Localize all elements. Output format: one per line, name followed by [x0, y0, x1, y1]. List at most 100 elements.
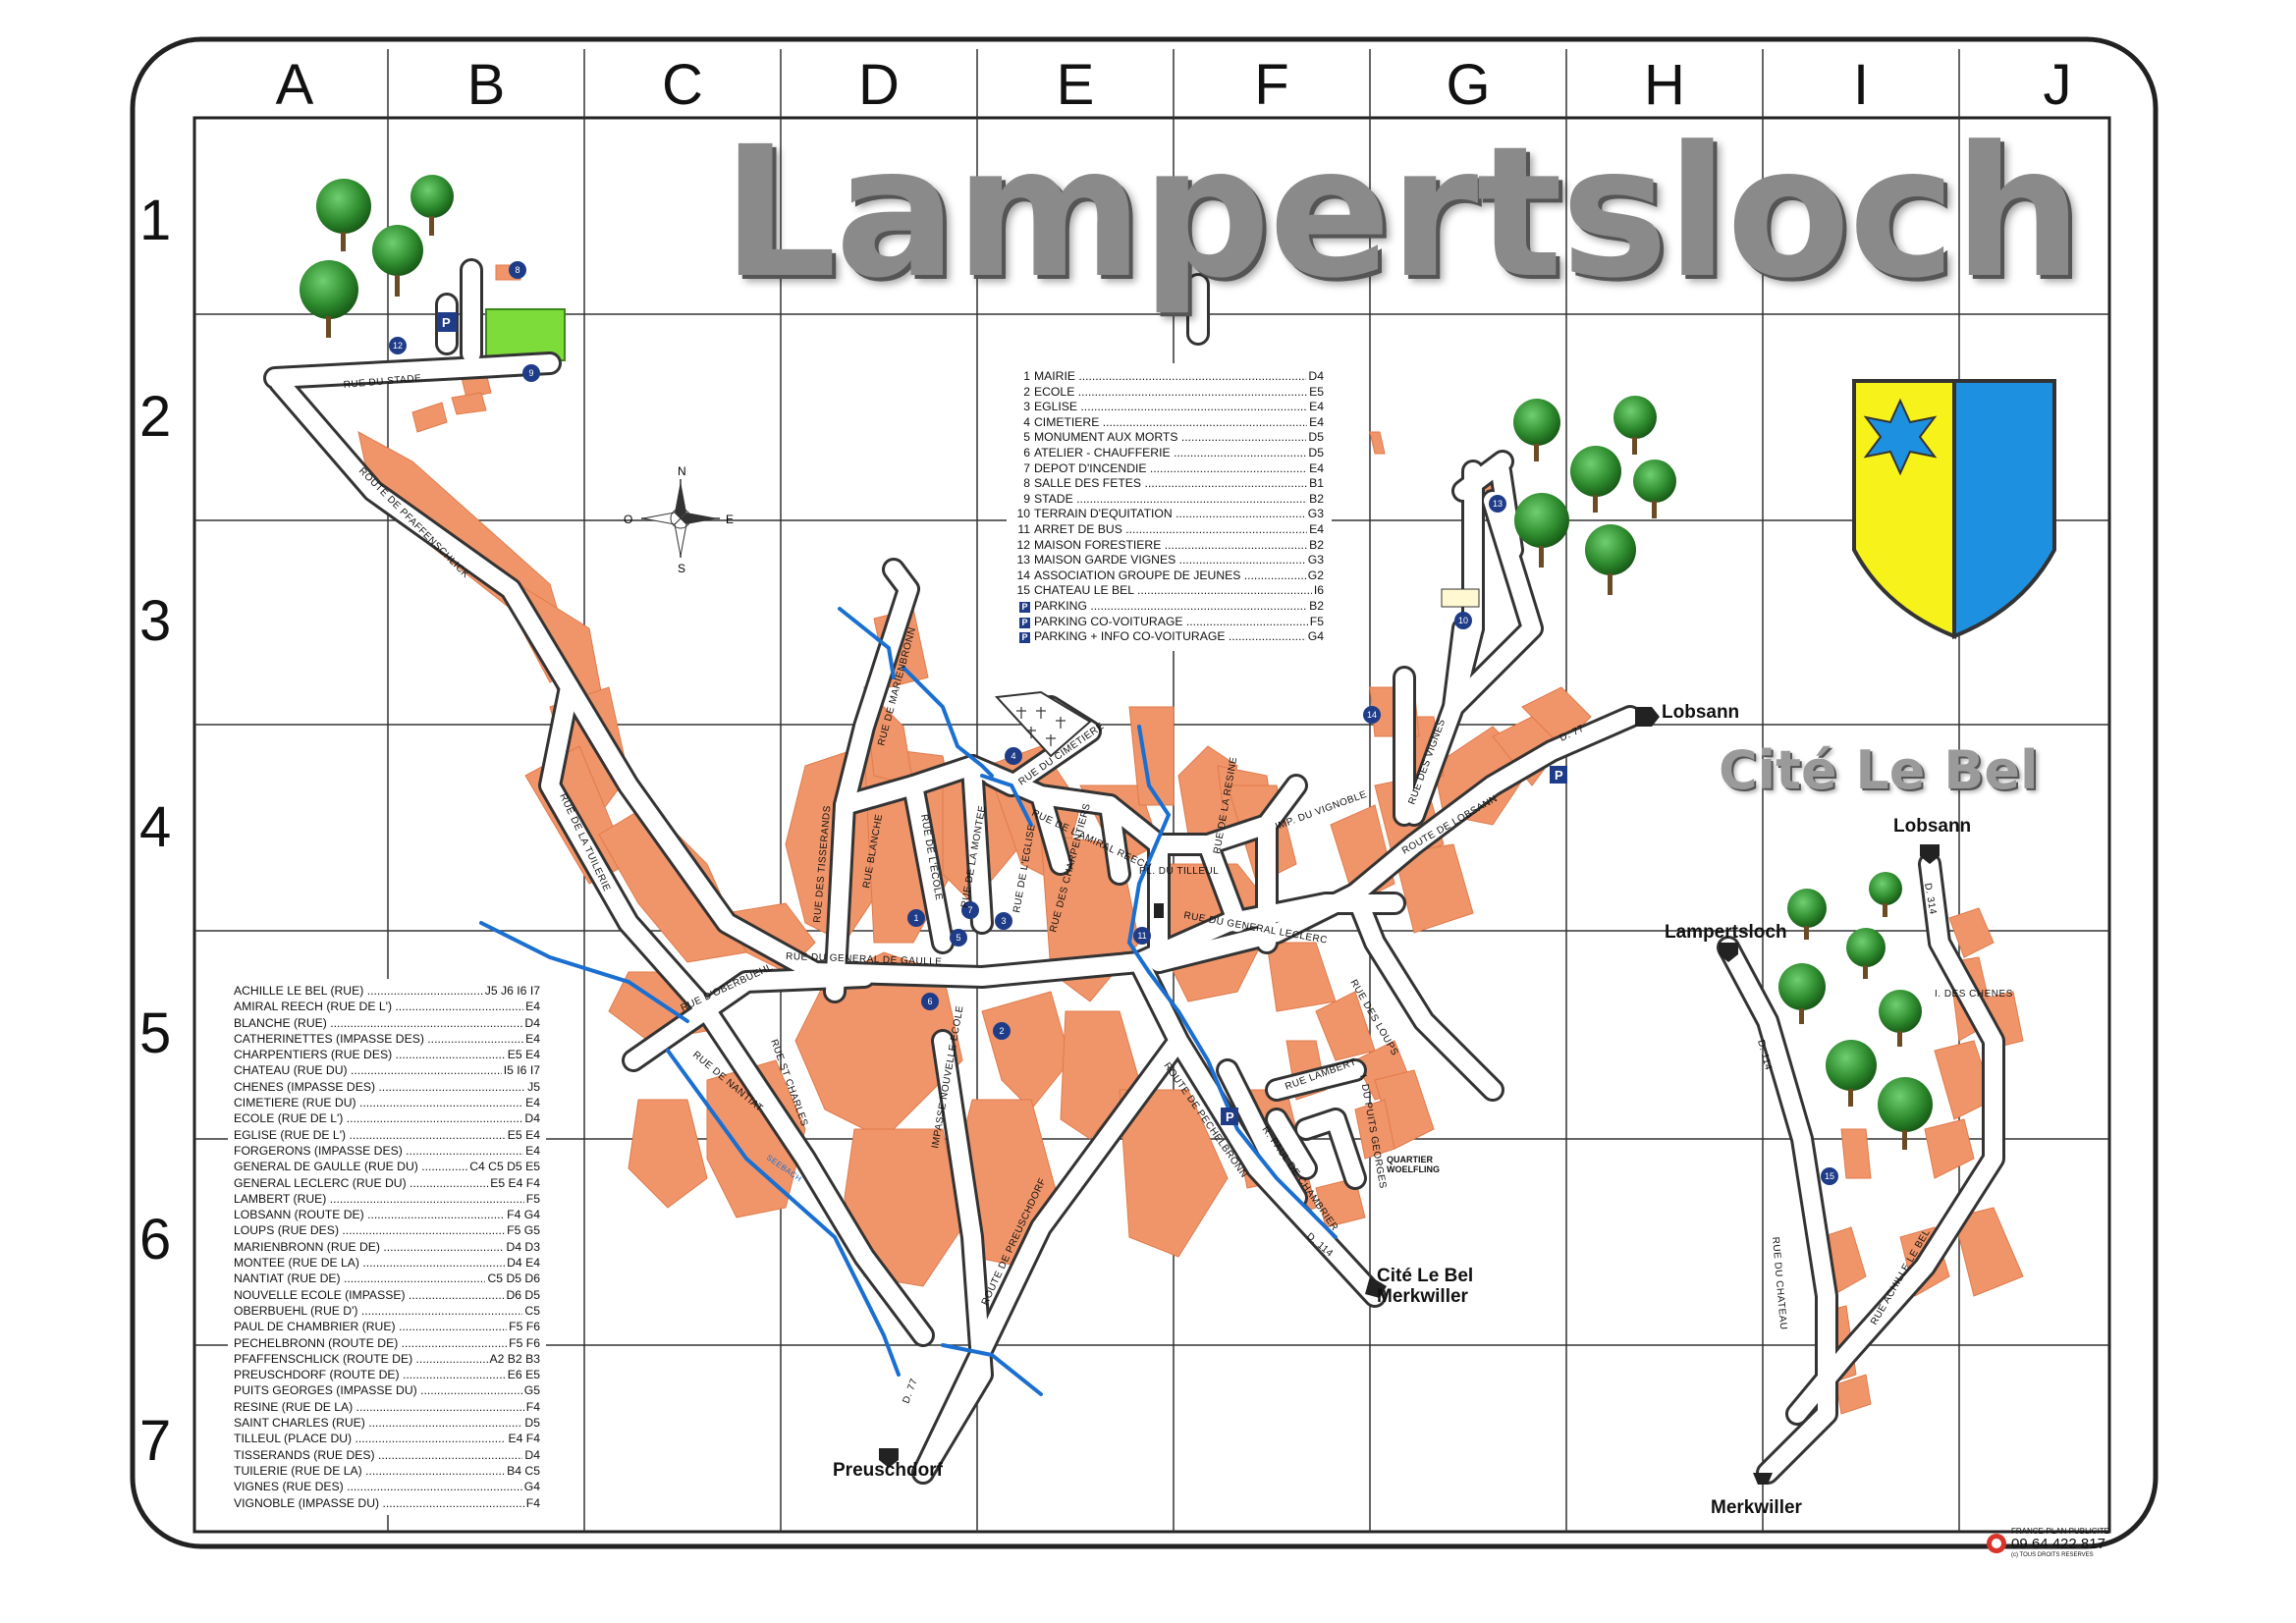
grid-col-e: E: [1056, 53, 1095, 117]
street-index-grid: D6 D5: [506, 1287, 540, 1302]
street-index-row: OBERBUEHL (RUE D')C5: [234, 1303, 540, 1319]
street-index-row: TUILERIE (RUE DE LA)B4 C5: [234, 1463, 540, 1479]
street-index-row: PAUL DE CHAMBRIER (RUE)F5 F6: [234, 1319, 540, 1334]
street-index-row: LAMBERT (RUE)F5: [234, 1191, 540, 1207]
street-index-grid: E4: [525, 1000, 540, 1014]
poi-6: 6: [921, 993, 939, 1010]
street-index-name: NOUVELLE ECOLE (IMPASSE): [234, 1287, 504, 1303]
street-index-grid: E5 E4: [507, 1048, 540, 1062]
street-index-grid: D4 D3: [506, 1239, 540, 1254]
street-index-grid: F5: [525, 1191, 540, 1206]
street-index-row: ECOLE (RUE DE L')D4: [234, 1110, 540, 1126]
parking-icon: P: [1019, 632, 1030, 644]
place-arrow-icons: [879, 707, 1940, 1485]
street-index-name: ACHILLE LE BEL (RUE): [234, 983, 483, 999]
street-index-grid: J5 J6 I6 I7: [484, 984, 540, 998]
grid-row-2: 2: [139, 385, 172, 449]
street-index-name: PUITS GEORGES (IMPASSE DU): [234, 1382, 522, 1398]
grid-row-3: 3: [139, 589, 172, 653]
grid-col-c: C: [662, 53, 703, 117]
place-lobsann-2: Lobsann: [1893, 816, 1972, 837]
street-index-row: RESINE (RUE DE LA)F4: [234, 1399, 540, 1415]
compass-rose: N S E O: [624, 464, 734, 575]
publisher-footer: FRANCE-PLAN PUBLICITE 09 64 422 817 (c) …: [1986, 1527, 2109, 1558]
legend-row: 1MAIRIED4: [1014, 369, 1324, 385]
street-index-name: CIMETIERE (RUE DU): [234, 1095, 523, 1110]
street-index-name: PECHELBRONN (ROUTE DE): [234, 1335, 507, 1351]
parking-icon: P: [1019, 601, 1030, 613]
street-index-row: PUITS GEORGES (IMPASSE DU)G5: [234, 1382, 540, 1398]
cemetery-cross-icons: [1016, 707, 1066, 746]
street-index-row: VIGNES (RUE DES)G4: [234, 1479, 540, 1494]
poi-1: 1: [907, 909, 925, 927]
street-index-name: SAINT CHARLES (RUE): [234, 1415, 522, 1431]
svg-text:13: 13: [1493, 499, 1503, 509]
street-index-row: CHARPENTIERS (RUE DES)E5 E4: [234, 1047, 540, 1062]
svg-text:2: 2: [999, 1026, 1004, 1036]
poi-markers: 1 2 3 4 5 6 7 8 9 10 11 12 13 14 15: [389, 261, 1838, 1185]
street-index-row: CHENES (IMPASSE DES)J5: [234, 1079, 540, 1095]
grid-col-i: I: [1852, 53, 1870, 117]
street-index-name: MARIENBRONN (RUE DE): [234, 1239, 504, 1255]
street-index-grid: A2 B2 B3: [489, 1351, 541, 1366]
place-lobsann-1: Lobsann: [1662, 702, 1740, 723]
star-icon: [1863, 398, 1938, 476]
street-index-name: FORGERONS (IMPASSE DES): [234, 1143, 523, 1159]
grid-row-4: 4: [139, 795, 172, 859]
street-index-name: AMIRAL REECH (RUE DE L'): [234, 999, 523, 1014]
svg-text:8: 8: [515, 265, 519, 275]
street-index-name: LOUPS (RUE DES): [234, 1222, 505, 1238]
legend-row: PPARKINGB2: [1014, 599, 1324, 615]
street-index-row: TISSERANDS (RUE DES)D4: [234, 1447, 540, 1463]
parking-icons: P P P: [437, 312, 1567, 1125]
map-inner-frame: [192, 116, 2111, 1534]
compass-n: N: [678, 464, 686, 478]
tree-icons: [300, 175, 1933, 1150]
street-index-grid: D4: [524, 1015, 540, 1030]
publisher-phone: 09 64 422 817: [2011, 1536, 2105, 1552]
place-lampertsloch: Lampertsloch: [1665, 922, 1787, 943]
svg-text:1: 1: [913, 913, 918, 923]
street-index-name: BLANCHE (RUE): [234, 1015, 522, 1031]
street-index-row: PFAFFENSCHLICK (ROUTE DE)A2 B2 B3: [234, 1351, 540, 1367]
street-index-grid: F5 G5: [507, 1223, 540, 1238]
grid-row-7: 7: [139, 1409, 172, 1473]
street-index-row: SAINT CHARLES (RUE)D5: [234, 1415, 540, 1431]
street-index-grid: B4 C5: [507, 1463, 540, 1478]
street-index-row: AMIRAL REECH (RUE DE L')E4: [234, 999, 540, 1014]
svg-text:P: P: [442, 315, 451, 330]
street-index-name: PFAFFENSCHLICK (ROUTE DE): [234, 1351, 488, 1367]
street-index-grid: D4: [524, 1447, 540, 1462]
street-index-row: BLANCHE (RUE)D4: [234, 1015, 540, 1031]
street-index-row: PREUSCHDORF (ROUTE DE)E6 E5: [234, 1367, 540, 1382]
svg-text:15: 15: [1825, 1171, 1834, 1181]
map-subtitle: Cité Le Bel: [1719, 739, 2039, 801]
svg-text:9: 9: [528, 368, 533, 378]
street-index-name: PREUSCHDORF (ROUTE DE): [234, 1367, 506, 1382]
street-index-name: TISSERANDS (RUE DES): [234, 1447, 522, 1463]
poi-5: 5: [950, 929, 967, 947]
street-index-name: OBERBUEHL (RUE D'): [234, 1303, 522, 1319]
street-index-row: NOUVELLE ECOLE (IMPASSE)D6 D5: [234, 1287, 540, 1303]
svg-text:5: 5: [956, 933, 960, 943]
street-index-row: LOBSANN (ROUTE DE)F4 G4: [234, 1207, 540, 1222]
parking-icon: P: [1019, 617, 1030, 628]
street-index-grid: C4 C5 D5 E5: [469, 1160, 540, 1174]
place-merkwiller: Merkwiller: [1711, 1497, 1802, 1518]
legend-row: 3EGLISEE4: [1014, 400, 1324, 415]
street-index-name: TILLEUL (PLACE DU): [234, 1431, 506, 1446]
grid-col-a: A: [275, 53, 314, 117]
poi-4: 4: [1005, 747, 1022, 765]
terrain-equitation: [1441, 588, 1480, 608]
street-index-row: GENERAL DE GAULLE (RUE DU)C4 C5 D5 E5: [234, 1159, 540, 1174]
svg-text:12: 12: [393, 341, 403, 351]
svg-text:14: 14: [1367, 710, 1377, 720]
street-index-name: NANTIAT (RUE DE): [234, 1271, 485, 1286]
coat-of-arms: [1852, 379, 2056, 639]
